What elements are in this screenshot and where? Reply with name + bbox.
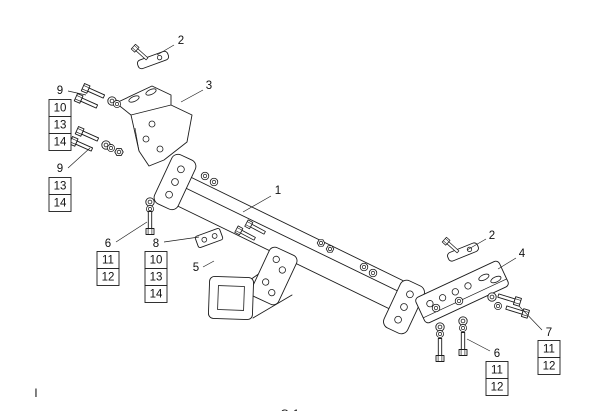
left-vertical-bolt-part-6	[145, 197, 155, 235]
leader-lines	[67, 44, 543, 352]
right-bottom-bolts-part-6	[435, 316, 468, 362]
backing-plate-part-8	[194, 219, 267, 248]
callout-stack-right-side-bolts: 7 11 12	[537, 327, 561, 375]
callout-crossbeam: 1	[275, 185, 281, 197]
callout-7: 7	[546, 327, 552, 339]
callout-10: 10	[54, 103, 67, 115]
callout-right-clamp: 2	[489, 230, 495, 242]
callout-box-12	[96, 268, 120, 286]
callout-box-12	[485, 378, 509, 396]
left-bracket-part-3	[115, 85, 193, 167]
callout-14: 14	[54, 137, 67, 149]
receiver-part-5	[208, 246, 298, 321]
callout-stack-left-lower: 9 13 14	[48, 163, 72, 212]
callout-2-right: 2	[489, 230, 495, 242]
callout-receiver: 5	[193, 262, 199, 274]
callout-stack-left-bottom-bolt: 6 11 12	[96, 238, 120, 286]
callout-14: 14	[150, 289, 163, 301]
crossbeam-left-flange	[153, 153, 197, 211]
callout-12: 12	[102, 272, 115, 284]
callout-9-upper: 9	[57, 85, 63, 97]
callout-14: 14	[54, 198, 67, 210]
callout-11: 11	[102, 255, 114, 267]
crossbeam-part-1	[156, 167, 415, 315]
callout-2-top: 2	[178, 35, 184, 47]
callout-stack-right-bottom-bolts: 6 11 12	[485, 348, 509, 396]
left-upper-bolts-part-9	[73, 83, 121, 111]
callout-6-left: 6	[105, 238, 111, 250]
callout-box-14	[48, 194, 72, 212]
callout-1: 1	[275, 185, 281, 197]
callout-3: 3	[206, 80, 212, 92]
callout-13: 13	[150, 272, 163, 284]
callout-8: 8	[153, 238, 159, 250]
callout-11: 11	[543, 344, 555, 356]
callout-11: 11	[491, 365, 503, 377]
callout-12: 12	[491, 382, 504, 394]
callout-5: 5	[193, 262, 199, 274]
callout-13: 13	[54, 120, 67, 132]
clamp-part-2-top	[130, 43, 170, 70]
figure-label-partial: Э-1	[281, 409, 300, 411]
callout-box-12	[537, 357, 561, 375]
crossbeam-right-flange	[383, 279, 425, 335]
callout-right-bracket: 4	[519, 248, 526, 260]
callout-box-14	[144, 285, 168, 303]
callout-12: 12	[543, 361, 556, 373]
callout-box-14	[48, 133, 72, 151]
right-bracket-part-4	[415, 260, 509, 324]
callout-9-lower: 9	[57, 163, 63, 175]
callout-stack-backing-plate: 8 10 13 14	[144, 238, 168, 303]
right-side-bolts-part-7	[487, 291, 530, 319]
callout-stack-left-upper: 9 10 13 14	[48, 85, 72, 151]
clamp-part-2-right	[441, 236, 479, 262]
callout-4: 4	[519, 248, 526, 260]
left-lower-bolts-part-9	[68, 126, 124, 157]
callout-stack-top-clamp: 2	[178, 35, 184, 47]
callout-13: 13	[54, 181, 67, 193]
frame-tick-mark: I	[34, 388, 37, 400]
callout-10: 10	[150, 255, 163, 267]
callout-left-bracket: 3	[206, 80, 212, 92]
callout-6-right: 6	[494, 348, 500, 360]
